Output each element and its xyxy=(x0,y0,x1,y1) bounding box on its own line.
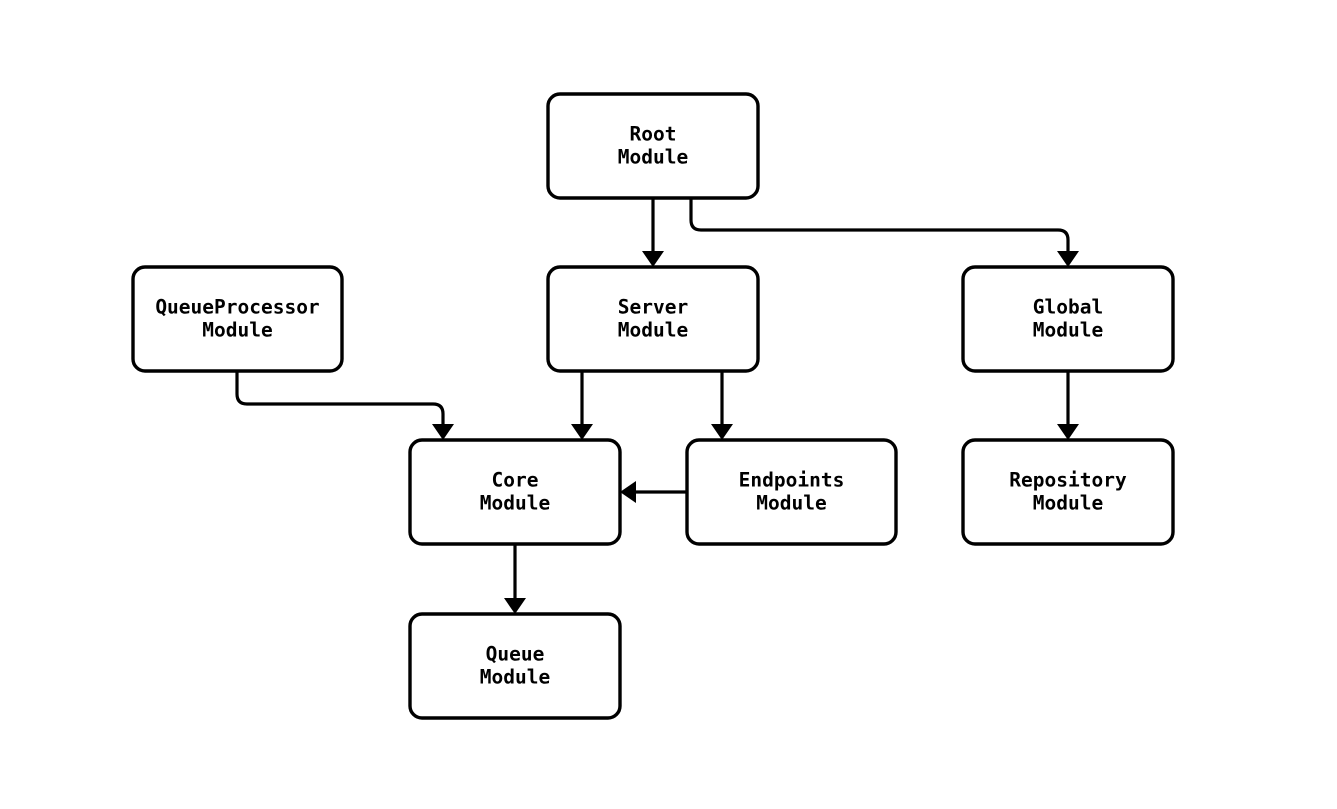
edge-queueprocessor-to-core-line xyxy=(235,371,445,426)
queue-module-box[interactable] xyxy=(408,612,622,720)
global-module-box[interactable] xyxy=(961,265,1175,373)
endpoints-module-box[interactable] xyxy=(685,438,898,546)
endpoints-module-label-line2: Module xyxy=(756,491,826,514)
edge-root-to-global-arrowhead xyxy=(1057,251,1079,267)
edge-server-to-endpoints xyxy=(711,371,733,440)
edge-server-to-endpoints-arrowhead xyxy=(711,424,733,440)
core-module-label-line1: Core xyxy=(492,468,539,491)
edge-queueprocessor-to-core xyxy=(235,371,454,440)
server-module-label-line1: Server xyxy=(618,295,688,318)
global-module-label-line1: Global xyxy=(1033,295,1103,318)
global-module-label-line2: Module xyxy=(1033,318,1103,341)
edge-endpoints-to-core xyxy=(620,481,687,503)
edge-endpoints-to-core-arrowhead xyxy=(620,481,636,503)
queue-module-label-line1: Queue xyxy=(486,642,545,665)
edge-root-to-global xyxy=(689,198,1079,267)
edge-global-to-repository-arrowhead xyxy=(1057,424,1079,440)
core-module-label-line2: Module xyxy=(480,491,550,514)
edge-server-to-core xyxy=(571,371,593,440)
edge-root-to-server xyxy=(642,198,664,267)
edge-core-to-queue xyxy=(504,544,526,614)
endpoints-module-label-line1: Endpoints xyxy=(739,468,845,491)
edge-root-to-global-line xyxy=(689,198,1070,253)
repository-module-box[interactable] xyxy=(961,438,1175,546)
edges-layer xyxy=(235,198,1079,614)
repository-module-label-line2: Module xyxy=(1033,491,1103,514)
root-module-label-line1: Root xyxy=(630,122,677,145)
edge-server-to-core-arrowhead xyxy=(571,424,593,440)
queueprocessor-module-box[interactable] xyxy=(131,265,344,373)
repository-module-label-line1: Repository xyxy=(1009,468,1127,491)
queue-module-label-line2: Module xyxy=(480,665,550,688)
root-module-label-line2: Module xyxy=(618,145,688,168)
server-module-label-line2: Module xyxy=(618,318,688,341)
queueprocessor-module-label-line1: QueueProcessor xyxy=(155,295,319,318)
edge-queueprocessor-to-core-arrowhead xyxy=(432,424,454,440)
edge-root-to-server-arrowhead xyxy=(642,251,664,267)
core-module-box[interactable] xyxy=(408,438,622,546)
edge-global-to-repository xyxy=(1057,371,1079,440)
edge-core-to-queue-arrowhead xyxy=(504,598,526,614)
queueprocessor-module-label-line2: Module xyxy=(202,318,272,341)
server-module-box[interactable] xyxy=(546,265,760,373)
root-module-box[interactable] xyxy=(546,92,760,200)
